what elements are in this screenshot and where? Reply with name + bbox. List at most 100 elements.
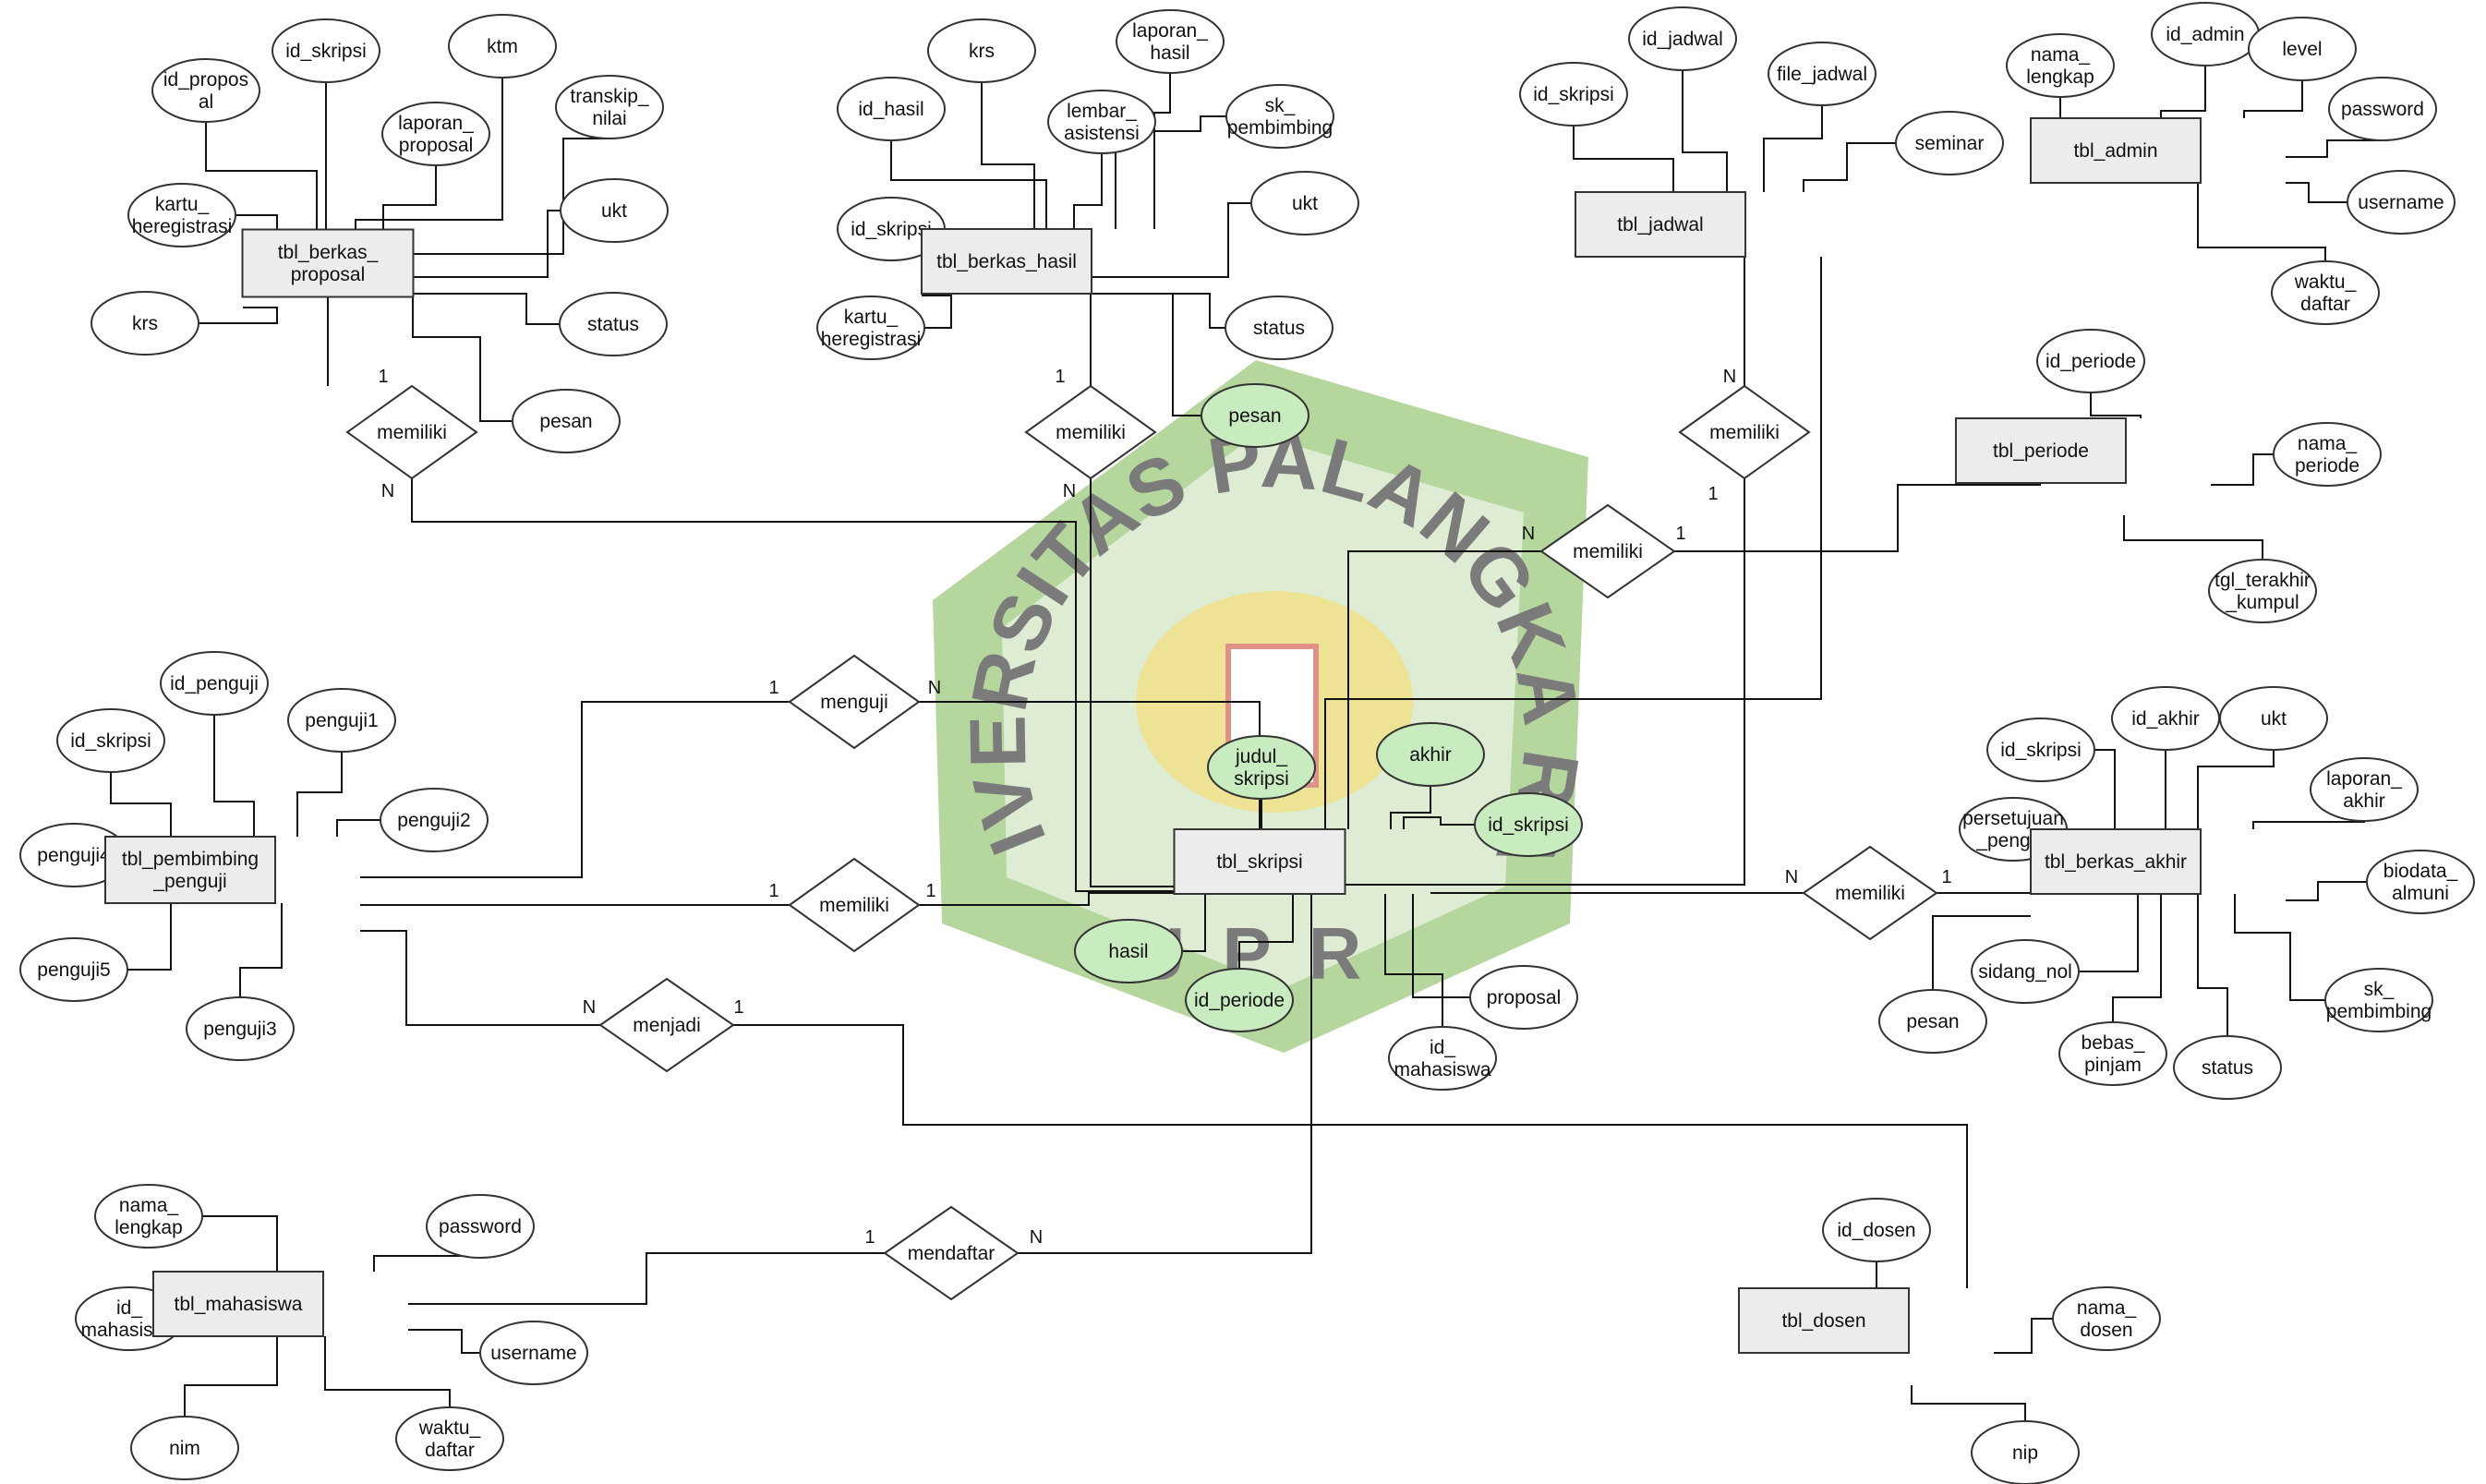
- entity-label: tbl_mahasiswa: [175, 1294, 303, 1315]
- attribute-label: password: [2341, 99, 2424, 120]
- attribute-label: username: [490, 1343, 576, 1364]
- attribute-label: proposal: [1487, 987, 1562, 1008]
- entity-label: tbl_berkas_akhir: [2045, 851, 2187, 873]
- attribute-label: kartu_heregistrasi: [821, 307, 922, 350]
- attribute-label: penguji1: [305, 710, 378, 731]
- connector-line: [1674, 484, 2041, 552]
- attribute-label: waktu_daftar: [418, 1418, 481, 1461]
- attribute-pp-penguji4: penguji4: [19, 823, 128, 887]
- connector-line: [1238, 894, 1294, 969]
- attribute-ad-id-admin: id_admin: [2151, 2, 2260, 66]
- connector-line: [296, 752, 343, 837]
- attribute-label: username: [2358, 192, 2444, 213]
- entity-periode: tbl_periode: [1955, 417, 2127, 484]
- relationship-label: memiliki: [1709, 422, 1780, 443]
- cardinality-c-menjadi-1: 1: [733, 997, 743, 1018]
- connector-line: [890, 140, 1047, 229]
- connector-line: [2252, 821, 2365, 829]
- connector-line: [184, 1336, 278, 1417]
- connector-line: [1803, 142, 1896, 192]
- connector-line: [1403, 816, 1475, 829]
- attribute-label: laporan_akhir: [2326, 768, 2402, 812]
- entity-mahasiswa: tbl_mahasiswa: [152, 1271, 324, 1337]
- relationship-label: memiliki: [1835, 883, 1905, 904]
- attribute-label: sk_pembimbing: [2326, 979, 2432, 1022]
- entity-label: tbl_skripsi: [1216, 851, 1302, 873]
- attribute-label: status: [587, 314, 639, 335]
- attribute-bp-laporan: laporan_proposal: [381, 102, 490, 166]
- attribute-bh-laporan: laporan_hasil: [1116, 9, 1225, 74]
- attribute-mh-nim: nim: [130, 1416, 239, 1480]
- attribute-label: id_skripsi: [285, 41, 367, 62]
- connector-line: [1092, 293, 1225, 329]
- attribute-ba-laporan: laporan_akhir: [2310, 757, 2419, 822]
- entity-label: tbl_berkas_proposal: [278, 242, 379, 285]
- cardinality-c-pemb-1a: 1: [768, 881, 778, 901]
- entity-berkas-hasil: tbl_berkas_hasil: [921, 228, 1092, 295]
- connector-line: [2094, 749, 2116, 829]
- attribute-label: seminar: [1915, 133, 1985, 154]
- attribute-label: id_hasil: [858, 99, 923, 120]
- connector-line: [922, 295, 952, 329]
- attribute-bp-ktm: ktm: [448, 14, 557, 78]
- relationship-r-pemb: memiliki: [788, 857, 921, 953]
- attribute-label: ukt: [2261, 708, 2287, 730]
- connector-line: [2160, 66, 2206, 118]
- relationship-r-akhir: memiliki: [1802, 845, 1938, 941]
- relationship-r-periode: memiliki: [1539, 503, 1676, 599]
- connector-line: [1153, 73, 1171, 229]
- connector-line: [1911, 1385, 2026, 1421]
- attribute-label: ukt: [601, 200, 627, 222]
- attribute-label: status: [2202, 1057, 2253, 1079]
- attribute-bp-pesan: pesan: [512, 389, 621, 453]
- cardinality-c-periode-n: N: [1522, 524, 1535, 544]
- connector-line: [2286, 182, 2347, 203]
- connector-line: [2123, 515, 2263, 560]
- attribute-label: id_skripsi: [1533, 84, 1614, 105]
- attribute-ba-sk: sk_pembimbing: [2324, 968, 2433, 1032]
- attribute-mh-password: password: [426, 1194, 535, 1259]
- attribute-pp-id-skripsi: id_skripsi: [56, 708, 165, 773]
- relationship-label: memiliki: [1056, 422, 1126, 443]
- connector-line: [1115, 115, 1226, 229]
- connector-line: [202, 1215, 278, 1272]
- connector-line: [413, 138, 609, 255]
- attribute-label: id_skripsi: [851, 219, 932, 240]
- attribute-label: nama_lengkap: [115, 1195, 183, 1238]
- attribute-label: laporan_hasil: [1132, 20, 1208, 64]
- connector-line: [413, 293, 560, 325]
- attribute-label: id_jadwal: [1642, 29, 1723, 50]
- attribute-sk-hasil: hasil: [1074, 919, 1183, 983]
- relationship-label: mendaftar: [908, 1243, 996, 1264]
- attribute-ad-nama: nama_lengkap: [2006, 33, 2115, 98]
- attribute-sk-akhir: akhir: [1376, 722, 1485, 787]
- attribute-label: nama_periode: [2295, 433, 2359, 477]
- attribute-label: pesan: [1228, 405, 1281, 427]
- attribute-label: nim: [169, 1438, 200, 1459]
- relationship-r-jadwal: memiliki: [1678, 384, 1811, 480]
- connector-line: [981, 82, 1035, 229]
- cardinality-c-pemb-1b: 1: [925, 881, 935, 901]
- attribute-bh-pesan: pesan: [1201, 383, 1309, 448]
- attribute-label: id_mahasiswa: [1394, 1037, 1490, 1080]
- relationship-label: memiliki: [1573, 541, 1643, 562]
- cardinality-c-menguji-n: N: [928, 678, 941, 698]
- attribute-ad-username: username: [2347, 170, 2456, 235]
- entity-berkas-akhir: tbl_berkas_akhir: [2030, 828, 2202, 895]
- attribute-jd-id-skripsi: id_skripsi: [1519, 62, 1628, 127]
- cardinality-c-akhir-1: 1: [1941, 867, 1951, 887]
- connector-line: [1182, 894, 1206, 952]
- connector-line: [336, 819, 380, 837]
- attribute-bp-status: status: [559, 292, 668, 356]
- attribute-label: penguji4: [37, 845, 111, 866]
- attribute-bh-ukt: ukt: [1250, 171, 1359, 235]
- attribute-sk-id-periode: id_periode: [1185, 968, 1294, 1032]
- connector-line: [110, 772, 172, 837]
- attribute-pp-penguji1: penguji1: [287, 688, 396, 753]
- attribute-label: waktu_daftar: [2294, 271, 2357, 315]
- attribute-pp-penguji3: penguji3: [186, 996, 295, 1061]
- connector-line: [1172, 294, 1201, 416]
- attribute-pp-id-penguji: id_penguji: [160, 651, 269, 716]
